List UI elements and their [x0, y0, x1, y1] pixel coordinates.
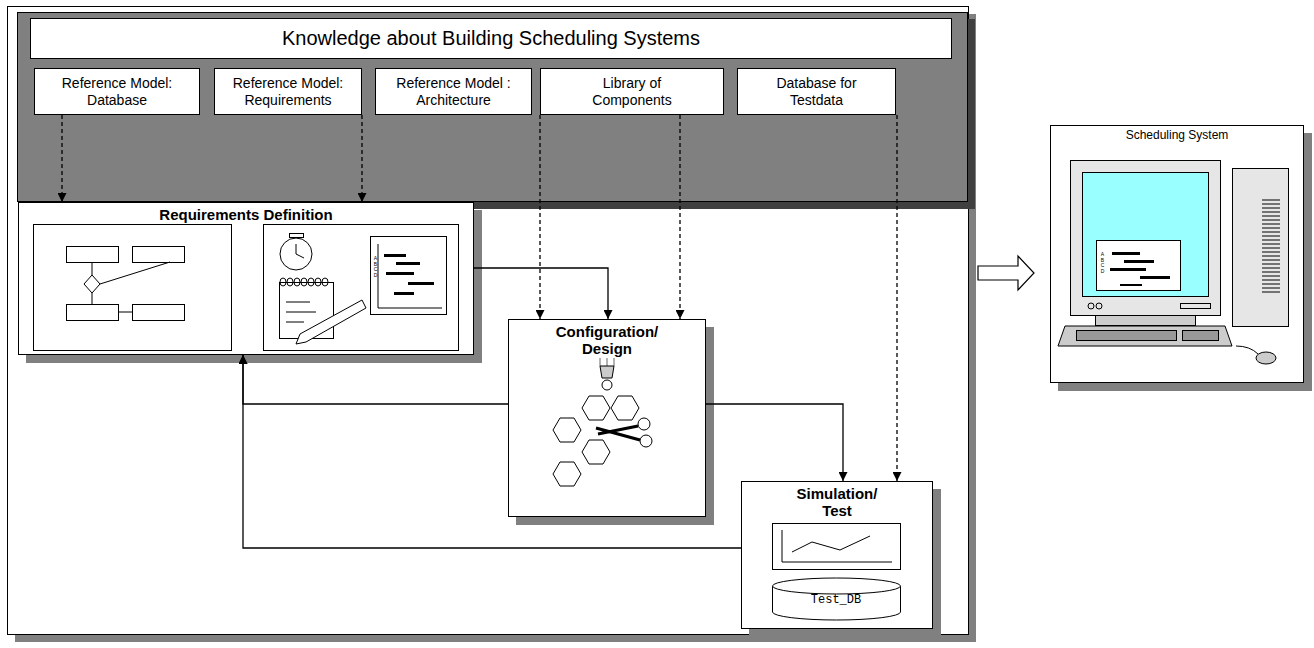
- keyboard: [1058, 326, 1232, 346]
- lamp-head: [600, 366, 614, 378]
- stopwatch-top: [290, 234, 304, 238]
- axis-letters: ABCD: [1100, 252, 1105, 274]
- entity: [133, 247, 185, 263]
- mouse: [1256, 352, 1276, 364]
- planning-panel: [264, 225, 459, 351]
- screen: [1083, 173, 1209, 297]
- dashed-arrow: [361, 115, 362, 202]
- node-label: Database for Testdata: [767, 75, 867, 107]
- axis-letters: ABCD: [373, 256, 378, 278]
- band-title: Knowledge about Building Scheduling Syst…: [30, 18, 952, 59]
- node-label: Configuration/ Design: [545, 323, 669, 358]
- node-label: Reference Model: Database: [41, 75, 193, 107]
- label-holder: ABCD: [373, 256, 378, 278]
- pencil: [296, 300, 366, 344]
- reference-box: Reference Model : Architecture: [375, 68, 532, 115]
- gantt-chart: [371, 237, 447, 315]
- lamp: [597, 344, 619, 358]
- er-lines: [92, 262, 170, 312]
- hexagon: [553, 462, 581, 486]
- hexagon: [611, 396, 639, 420]
- result-chart: [773, 524, 901, 570]
- reference-box: Reference Model: Requirements: [214, 68, 362, 115]
- flow-arrow: [243, 355, 741, 548]
- bulb: [602, 380, 612, 390]
- relation-diamond: [84, 275, 100, 293]
- tower-grille: [1262, 200, 1280, 292]
- monitor-stand: [1096, 316, 1196, 326]
- flow-arrow: [474, 268, 608, 319]
- hollow-arrow: [978, 256, 1034, 290]
- monitor: [1071, 161, 1221, 316]
- gantt-bars: [384, 254, 434, 295]
- node-label: Reference Model: Requirements: [221, 75, 355, 107]
- configuration-icon: [553, 344, 652, 487]
- tower: [1233, 169, 1289, 327]
- er-panel: [34, 225, 232, 351]
- scissors: [596, 426, 640, 440]
- simulation-icon: [773, 524, 901, 621]
- testdata-box: Database for Testdata: [737, 68, 896, 115]
- computer-icon: [1058, 161, 1289, 365]
- dashed-arrow: [679, 115, 680, 319]
- node-label: Scheduling System: [1124, 129, 1231, 143]
- hexagon: [582, 440, 610, 464]
- node-label: Library of Components: [577, 75, 687, 107]
- dashed-arrow: [61, 115, 62, 202]
- reference-box: Reference Model: Database: [34, 68, 200, 115]
- flow-arrow: [243, 355, 508, 404]
- knowledge-band: Knowledge about Building Scheduling Syst…: [17, 12, 968, 202]
- node-label: Requirements Definition: [157, 206, 334, 223]
- entity: [67, 305, 119, 321]
- node-label: Reference Model : Architecture: [382, 75, 525, 107]
- flow-arrow: [706, 404, 843, 481]
- hexagon: [582, 396, 610, 420]
- hexagon: [553, 418, 581, 442]
- entity: [67, 247, 119, 263]
- label-holder: ABCD: [1100, 252, 1105, 274]
- requirements-icons: [34, 225, 459, 351]
- notepad-rings: [280, 278, 328, 286]
- outer-frame: [8, 7, 969, 635]
- node-label: Simulation/ Test: [787, 485, 887, 520]
- dashed-arrow: [896, 115, 897, 481]
- label-holder: Test_DB: [811, 593, 861, 607]
- stopwatch: [280, 238, 312, 270]
- entity: [133, 305, 185, 321]
- dashed-arrow: [539, 115, 540, 319]
- library-box: Library of Components: [540, 68, 724, 115]
- screen-bars: [1110, 252, 1170, 286]
- database-label: Test_DB: [811, 593, 861, 607]
- process-box: Configuration/ Design: [508, 319, 706, 517]
